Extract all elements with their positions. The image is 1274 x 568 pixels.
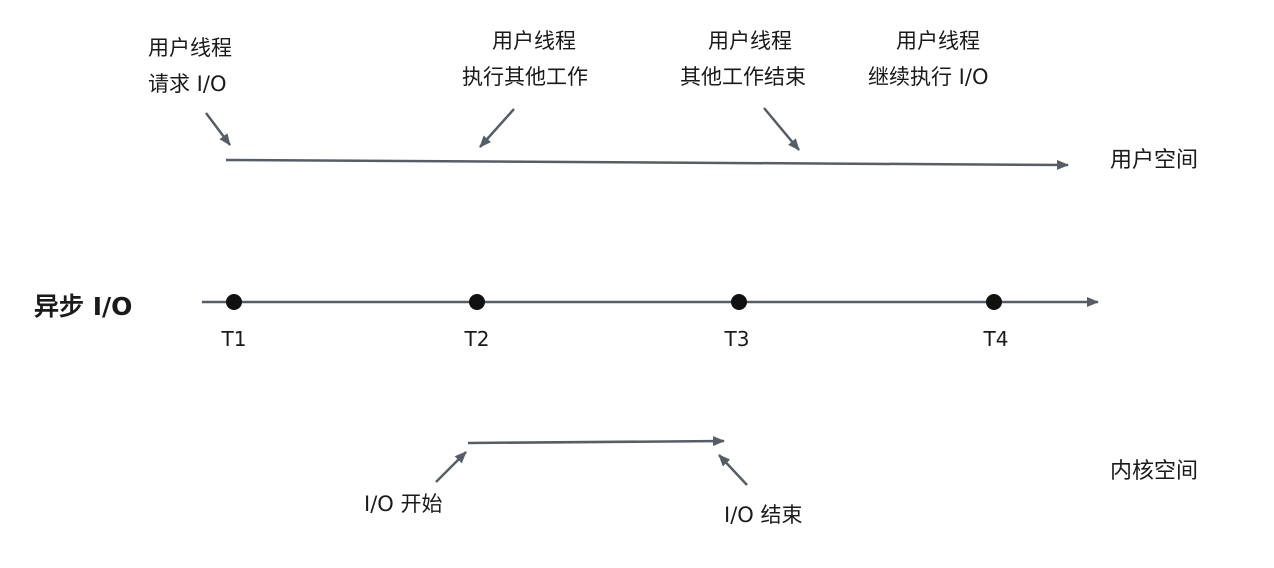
user-event-3-pointer-arrow [763, 107, 800, 151]
user-event-2-line1: 用户线程 [492, 29, 576, 53]
kernel-io-line [467, 436, 725, 447]
timeline-point-t2 [469, 294, 485, 310]
kernel-space-label: 内核空间 [1110, 459, 1198, 484]
io-end-pointer-arrow [718, 454, 748, 486]
user-event-2-pointer-arrow [479, 108, 515, 148]
diagram-title: 异步 I/O [34, 292, 132, 321]
io-start-pointer-arrow [435, 451, 467, 483]
timeline-point-t4 [986, 294, 1002, 310]
timeline-point-t3 [731, 294, 747, 310]
user-event-3-line2: 其他工作结束 [680, 65, 806, 89]
user-event-2-line2: 执行其他工作 [462, 65, 588, 89]
user-event-1-pointer-arrow [205, 112, 231, 146]
io-start-label: I/O 开始 [364, 492, 442, 516]
timeline-point-t1 [226, 294, 242, 310]
user-event-1-line1: 用户线程 [148, 36, 232, 60]
timeline-label-t1: T1 [221, 327, 247, 351]
user-event-4-line2: 继续执行 I/O [868, 65, 988, 89]
user-space-line [225, 158, 1069, 170]
user-event-3-line1: 用户线程 [708, 29, 792, 53]
user-event-4-line1: 用户线程 [896, 29, 980, 53]
user-event-1-line2: 请求 I/O [148, 72, 226, 96]
timeline-label-t3: T3 [724, 327, 750, 351]
user-space-label: 用户空间 [1110, 148, 1198, 173]
timeline-label-t4: T4 [983, 327, 1009, 351]
timeline-label-t2: T2 [464, 327, 490, 351]
io-end-label: I/O 结束 [724, 503, 802, 527]
